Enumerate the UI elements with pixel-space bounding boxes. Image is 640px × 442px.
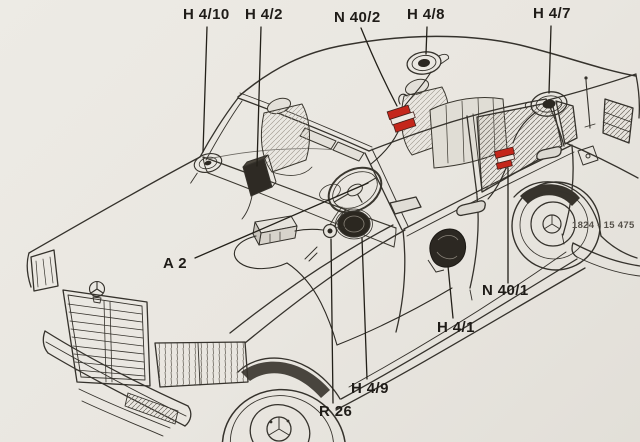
rear-bumper [571,242,640,277]
rear-end [513,76,640,277]
front-door-handle [456,200,486,217]
speaker-h4-9 [335,208,373,240]
speaker-cables [233,71,537,346]
leader-h4-1 [447,265,454,319]
callout-r26: R 26 [319,403,353,420]
callout-h4-2: H 4/2 [245,6,283,23]
door-mirror [389,196,422,215]
figure-number: 1824 - 15 475 [572,220,635,231]
grille [62,289,151,387]
dash-components [190,153,373,246]
leader-h4-9 [361,237,368,380]
callout-n40-2: N 40/2 [334,9,381,26]
antenna [584,76,596,129]
front-passenger-seat [260,97,313,176]
suppressor-r26 [322,223,345,239]
rear-wheel [511,181,601,271]
leader-h4-10 [202,26,208,153]
front-end [42,280,341,437]
headlight [154,341,249,388]
leader-lines [194,25,552,404]
leader-n40-2 [360,27,398,107]
fuel-flap [577,145,599,166]
connector-n40-1 [493,146,516,170]
callout-a2: A 2 [163,255,187,272]
connector-n40-2 [386,104,417,133]
radio-unit-a2 [252,215,298,246]
far-signal-lamp [30,249,59,292]
shelf-speakers [406,51,568,117]
leader-r26 [330,238,334,404]
callout-h4-9: H 4/9 [351,380,389,397]
speaker-h4-2 [241,154,277,220]
speaker-h4-8 [406,51,450,75]
speaker-h4-10 [190,153,223,184]
callout-h4-7: H 4/7 [533,5,571,22]
leader-a2 [194,182,369,259]
leader-h4-8 [425,26,428,55]
leader-h4-7 [548,25,552,94]
callout-n40-1: N 40/1 [482,282,529,299]
hood-star-icon [88,280,106,304]
callout-h4-10: H 4/10 [183,6,230,23]
taillight [602,98,634,144]
rear-door-handle [536,146,562,161]
front-wheel [221,388,347,442]
front-bumper [42,330,192,437]
leader-h4-2 [256,26,262,167]
speaker-h4-7 [524,91,568,117]
callout-h4-8: H 4/8 [407,6,445,23]
speaker-h4-1 [427,228,466,273]
callout-h4-1: H 4/1 [437,319,475,336]
